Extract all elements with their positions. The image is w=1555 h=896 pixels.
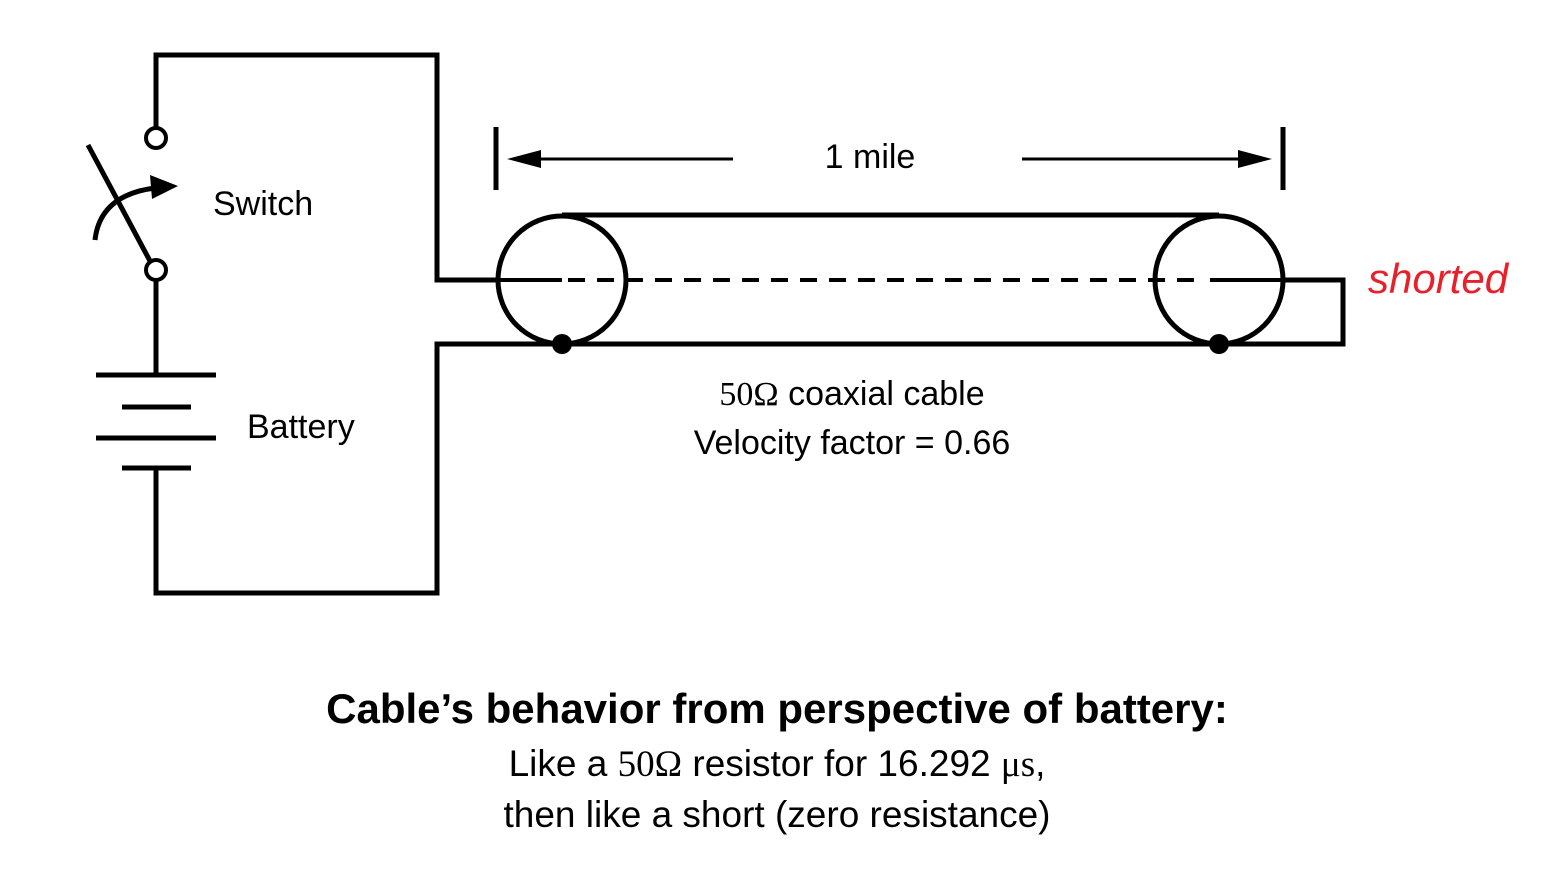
caption-time-unit: μs	[1001, 744, 1035, 785]
caption-line-1: Like a 50Ω resistor for 16.292 μs,	[509, 743, 1046, 785]
short-loop-wire	[1216, 277, 1346, 347]
length-label: 1 mile	[825, 138, 916, 176]
cable-impedance: 50Ω	[719, 376, 778, 413]
cable-type-label: 50Ω coaxial cable	[719, 375, 984, 413]
dimension-left-arrow-head	[507, 150, 541, 168]
caption-impedance: 50Ω	[618, 744, 683, 785]
caption-line-2: then like a short (zero resistance)	[503, 794, 1050, 835]
cable-type-text: coaxial cable	[779, 375, 985, 413]
battery-symbol	[96, 372, 216, 471]
caption-line-1-prefix: Like a	[509, 743, 618, 784]
battery-label: Battery	[247, 408, 355, 446]
bottom-wire	[153, 341, 565, 596]
switch-top-terminal	[144, 126, 168, 150]
caption-line-1-mid: resistor for 16.292	[682, 743, 1001, 784]
shield-node-left	[552, 334, 572, 354]
top-wire	[153, 52, 500, 283]
switch-blade	[85, 143, 153, 263]
shorted-label: shorted	[1368, 255, 1510, 302]
velocity-factor-label: Velocity factor = 0.66	[694, 424, 1011, 462]
switch-symbol	[85, 126, 178, 282]
caption-title: Cable’s behavior from perspective of bat…	[326, 685, 1228, 732]
dimension-right-arrow-head	[1238, 150, 1272, 168]
switch-arrow-head	[150, 175, 178, 199]
switch-label: Switch	[213, 185, 313, 223]
switch-bottom-terminal	[144, 258, 168, 282]
switch-action-arc	[92, 185, 156, 241]
caption-line-1-suffix: ,	[1035, 743, 1045, 784]
coaxial-cable	[495, 212, 1286, 354]
length-dimension	[493, 127, 1286, 190]
